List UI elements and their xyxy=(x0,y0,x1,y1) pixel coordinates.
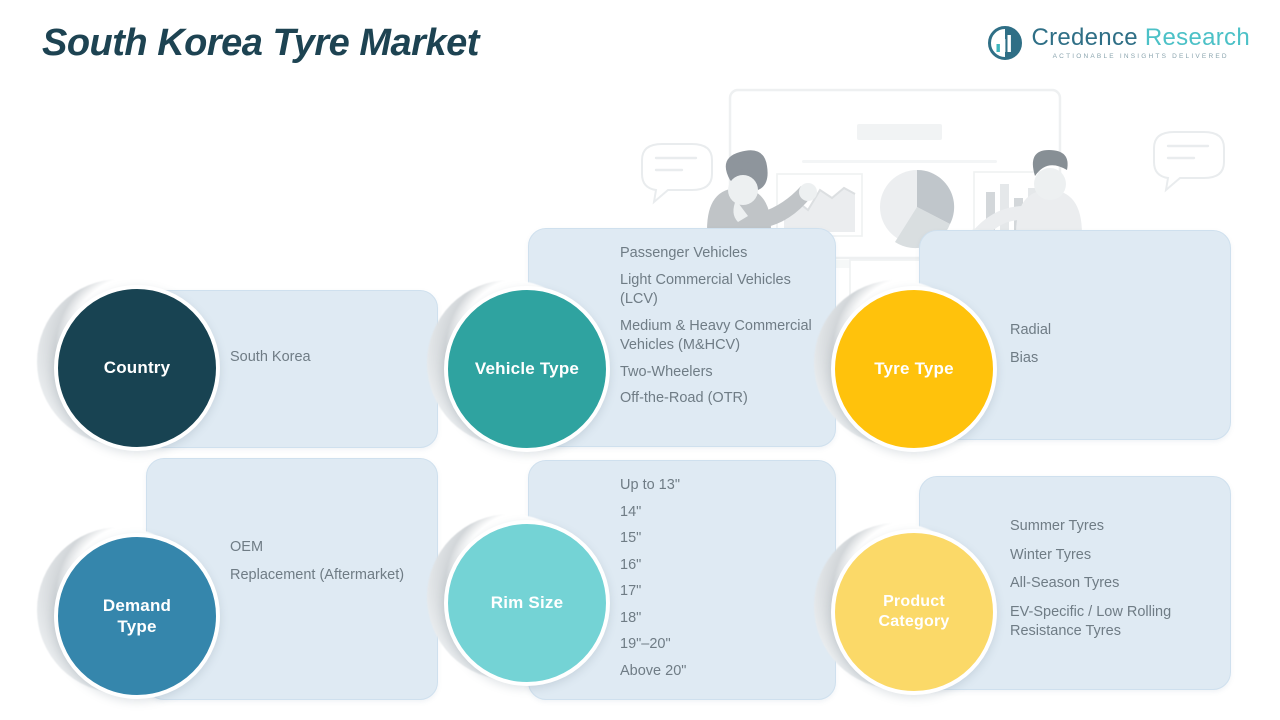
logo-word-research: Research xyxy=(1137,24,1250,51)
segment-product-category-label: Product Category xyxy=(831,529,997,695)
segment-country[interactable]: South Korea Country xyxy=(18,279,438,465)
list-item: Up to 13" xyxy=(620,477,680,493)
segment-rim-size-items: Up to 13" 14" 15" 16" 17" 18" 19"–20" Ab… xyxy=(620,478,820,678)
logo-wordmark: Credence Research xyxy=(1031,26,1250,50)
list-item: Winter Tyres xyxy=(1010,546,1092,563)
list-item: South Korea xyxy=(230,349,311,365)
segment-product-category-items: Summer Tyres Winter Tyres All-Season Tyr… xyxy=(1010,517,1225,642)
segment-tyre-type[interactable]: Radial Bias Tyre Type xyxy=(795,228,1235,464)
list-item: 16" xyxy=(620,556,642,573)
list-item: 14" xyxy=(620,503,642,520)
segment-country-circle[interactable]: Country xyxy=(37,279,220,451)
segment-tyre-type-circle[interactable]: Tyre Type xyxy=(814,280,997,452)
list-item: Bias xyxy=(1010,349,1039,366)
segment-demand-type-label: Demand Type xyxy=(54,533,220,699)
list-item: 15" xyxy=(620,530,642,546)
list-item: Off-the-Road (OTR) xyxy=(620,390,748,407)
segment-rim-size[interactable]: Up to 13" 14" 15" 16" 17" 18" 19"–20" Ab… xyxy=(408,460,838,705)
list-item: Summer Tyres xyxy=(1010,518,1105,534)
segment-demand-type-items: OEM Replacement (Aftermarket) xyxy=(230,538,440,585)
segment-country-items: South Korea xyxy=(230,343,430,371)
list-item: Radial xyxy=(1010,322,1052,338)
list-item: Passenger Vehicles xyxy=(620,245,748,261)
page-title: South Korea Tyre Market xyxy=(42,22,479,64)
list-item: All-Season Tyres xyxy=(1010,575,1120,592)
segment-vehicle-type-label: Vehicle Type xyxy=(444,286,610,452)
list-item: OEM xyxy=(230,539,264,555)
list-item: 18" xyxy=(620,609,642,626)
bar-chart-circle-icon xyxy=(988,26,1023,61)
list-item: Light Commercial Vehicles (LCV) xyxy=(620,271,791,308)
list-item: 19"–20" xyxy=(620,636,671,652)
segment-tyre-type-items: Radial Bias xyxy=(1010,317,1210,372)
segment-demand-type-circle[interactable]: Demand Type xyxy=(37,527,220,699)
segment-tyre-type-label: Tyre Type xyxy=(831,286,997,452)
list-item: Above 20" xyxy=(620,662,687,679)
list-item: EV-Specific / Low Rolling Resistance Tyr… xyxy=(1010,603,1172,640)
segment-vehicle-type-items: Passenger Vehicles Light Commercial Vehi… xyxy=(620,244,820,409)
list-item: Two-Wheelers xyxy=(620,363,713,380)
segment-product-category[interactable]: Summer Tyres Winter Tyres All-Season Tyr… xyxy=(795,476,1235,705)
brand-logo[interactable]: Credence Research Actionable Insights De… xyxy=(988,26,1250,61)
logo-word-credence: Credence xyxy=(1031,24,1138,51)
segment-rim-size-circle[interactable]: Rim Size xyxy=(427,514,610,686)
segment-vehicle-type-circle[interactable]: Vehicle Type xyxy=(427,280,610,452)
segment-rim-size-label: Rim Size xyxy=(444,520,610,686)
segment-demand-type[interactable]: OEM Replacement (Aftermarket) Demand Typ… xyxy=(18,458,448,705)
segment-vehicle-type[interactable]: Passenger Vehicles Light Commercial Vehi… xyxy=(408,228,838,464)
list-item: Medium & Heavy Commercial Vehicles (M&HC… xyxy=(620,317,812,354)
list-item: Replacement (Aftermarket) xyxy=(230,566,405,583)
list-item: 17" xyxy=(620,583,642,599)
segment-product-category-circle[interactable]: Product Category xyxy=(814,523,997,695)
logo-tagline: Actionable Insights Delivered xyxy=(1052,53,1229,60)
segment-country-label: Country xyxy=(54,285,220,451)
